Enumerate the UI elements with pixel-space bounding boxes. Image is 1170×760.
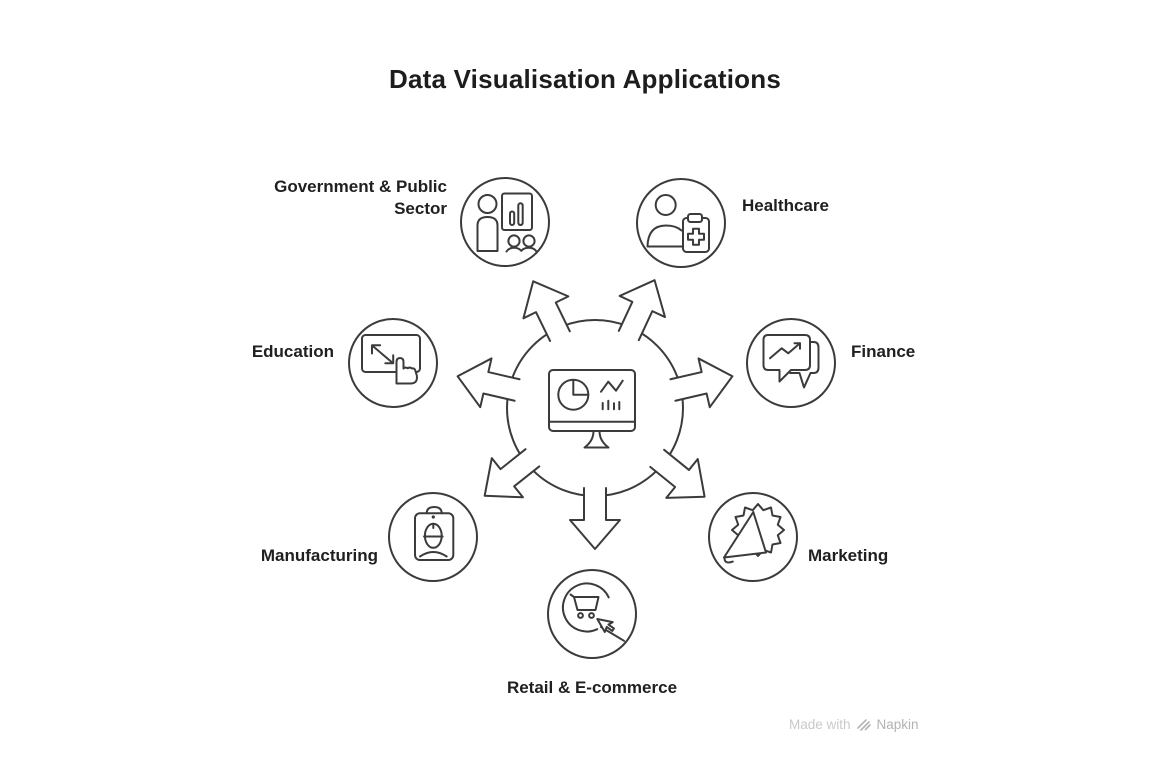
cart-basket	[569, 593, 600, 611]
label-healthcare: Healthcare	[742, 196, 829, 215]
starburst-shape	[731, 503, 785, 557]
node-education	[348, 318, 438, 408]
bar-chart-glyph	[601, 399, 621, 411]
node-marketing	[708, 492, 798, 582]
arrow-manufacturing	[483, 448, 541, 499]
arrow-education	[456, 357, 521, 409]
label-finance: Finance	[851, 342, 916, 361]
worker-badge-icon	[414, 506, 455, 561]
megaphone-burst-icon	[723, 503, 785, 564]
arrow-finance	[669, 357, 734, 409]
label-retail: Retail & E-commerce	[506, 678, 678, 697]
node-finance	[746, 318, 836, 408]
node-healthcare	[636, 178, 726, 268]
label-government: Government & Public Sector	[274, 177, 447, 218]
cursor-pointer	[596, 618, 615, 633]
arrow-retail	[569, 487, 621, 550]
node-manufacturing	[388, 492, 478, 582]
arrow-healthcare	[617, 279, 666, 342]
monitor-stand	[583, 430, 610, 449]
label-marketing: Marketing	[808, 546, 889, 565]
node-government	[460, 177, 550, 267]
dashboard-monitor-icon	[548, 369, 636, 449]
shopping-cart-cursor-icon	[561, 582, 625, 642]
watermark-made-with: Made with	[789, 717, 851, 732]
touchscreen-board-icon	[361, 334, 421, 385]
broken-ring	[561, 582, 610, 633]
arrow-marketing	[649, 448, 706, 499]
node-retail	[547, 569, 637, 659]
watermark: Made with Napkin	[789, 717, 919, 732]
megaphone-cone	[723, 511, 767, 559]
hub-spokes-diagram	[456, 279, 734, 550]
page-title: Data Visualisation Applications	[389, 64, 781, 94]
presentation-audience-icon	[476, 192, 538, 253]
napkin-logo-icon	[856, 719, 871, 731]
chat-trend-chart-icon	[762, 334, 820, 389]
megaphone-mouthpiece	[723, 557, 734, 564]
arrow-government	[522, 280, 571, 342]
watermark-brand: Napkin	[876, 717, 919, 732]
medical-clipboard-person-icon	[646, 194, 710, 253]
label-manufacturing: Manufacturing	[260, 546, 378, 565]
line-chart-glyph	[600, 379, 624, 393]
label-education: Education	[251, 342, 334, 361]
hub-arrows	[456, 279, 734, 550]
